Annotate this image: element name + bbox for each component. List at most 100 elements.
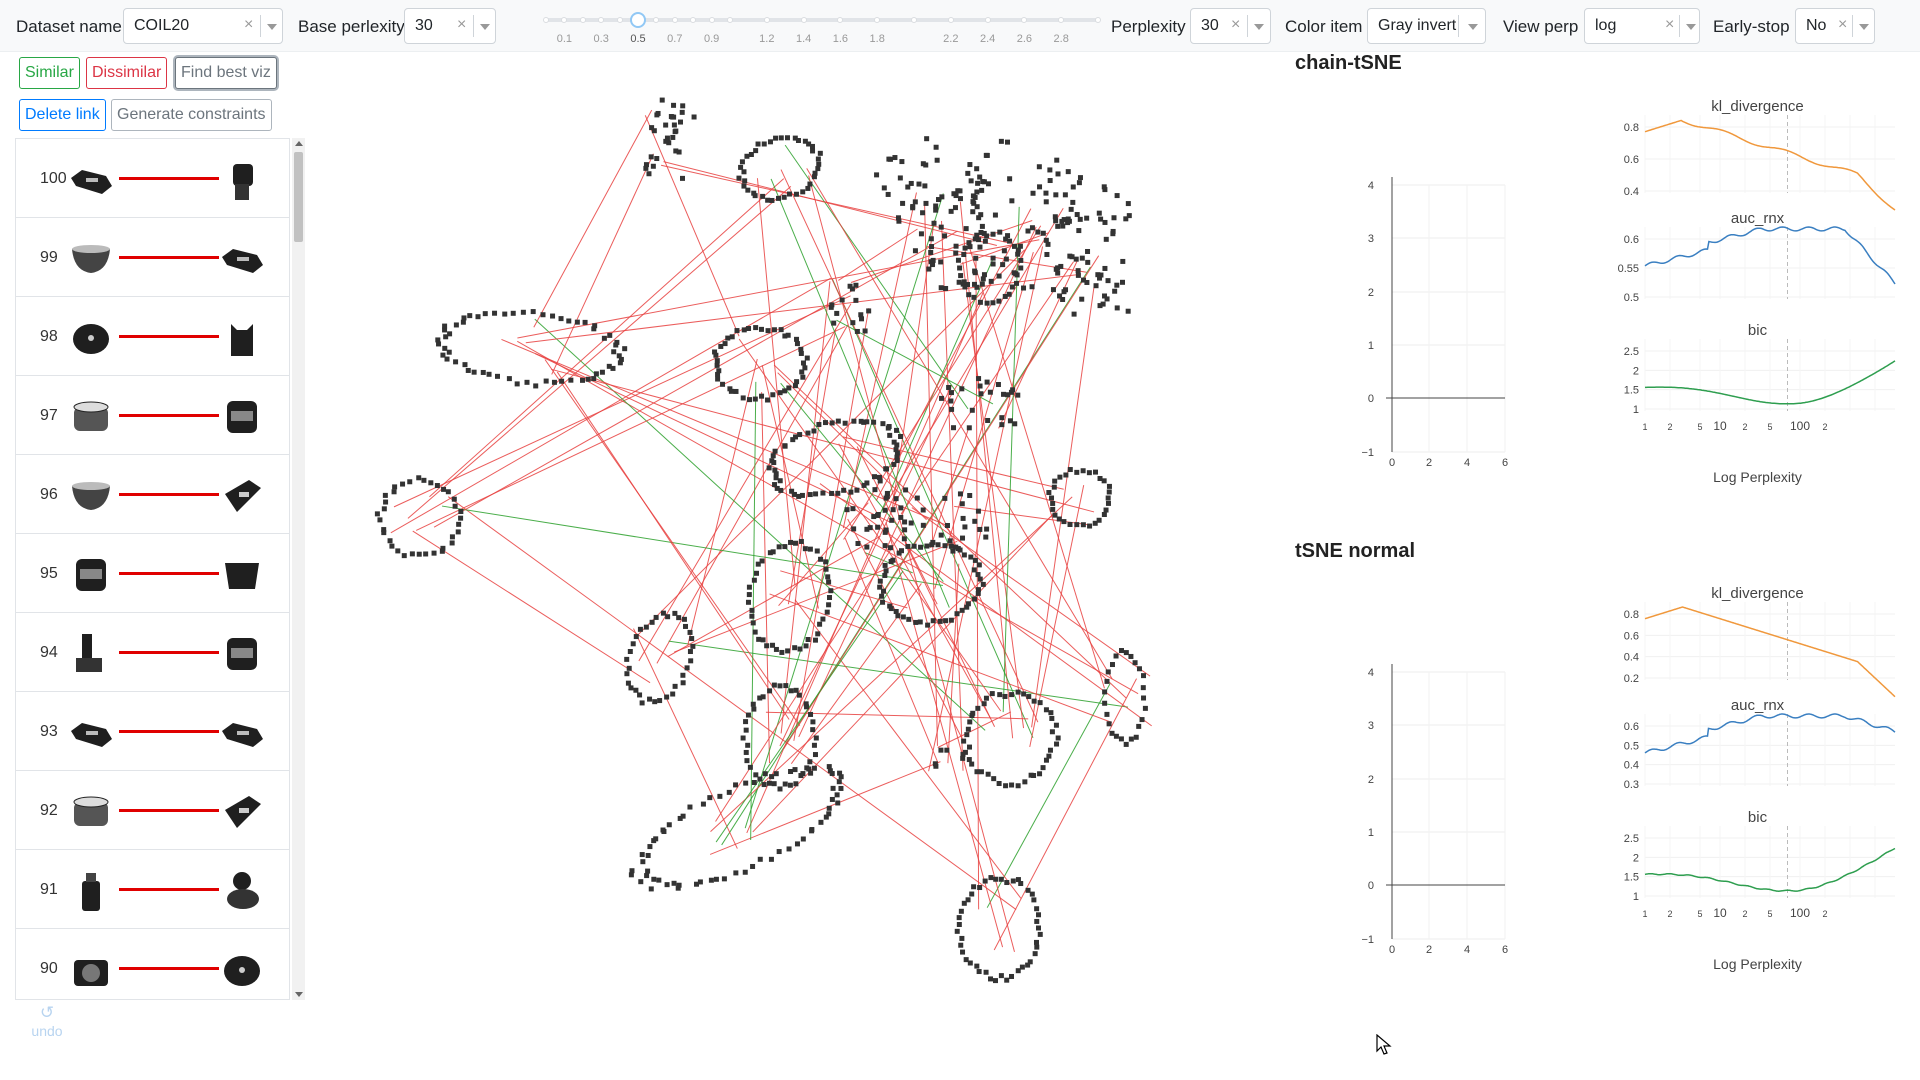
slider-tick[interactable]	[947, 17, 954, 23]
list-item[interactable]: 97	[16, 376, 289, 455]
dissimilar-link	[844, 537, 939, 764]
slider-mark-label[interactable]: 2.2	[943, 33, 959, 45]
embedding-point	[1034, 944, 1040, 950]
view-perp-select[interactable]: log ×	[1584, 8, 1700, 44]
slider-tick[interactable]	[984, 17, 991, 23]
embedding-point	[1009, 692, 1015, 698]
slider-tick[interactable]	[1021, 17, 1028, 23]
embedding-point	[629, 868, 635, 874]
embedding-point	[887, 603, 893, 609]
list-item[interactable]: 99	[16, 218, 289, 297]
perplexity-select[interactable]: 30 ×	[1190, 8, 1271, 44]
slider-mark-label[interactable]: 0.7	[667, 33, 683, 45]
slider-mark-label[interactable]: 0.1	[556, 33, 573, 45]
embedding-point	[911, 543, 917, 549]
slider-tick[interactable]	[911, 17, 917, 23]
slider-tick[interactable]	[708, 17, 715, 23]
embedding-point	[1031, 897, 1037, 903]
clear-icon[interactable]: ×	[457, 16, 467, 33]
list-item[interactable]: 92	[16, 771, 289, 850]
slider-tick[interactable]	[671, 17, 678, 23]
scroll-down-arrow-icon[interactable]	[295, 992, 303, 997]
list-item[interactable]: 91	[16, 850, 289, 929]
list-item[interactable]: 98	[16, 297, 289, 376]
embedding-point	[661, 829, 667, 835]
embedding-scatter-plot[interactable]	[340, 58, 1260, 1028]
chevron-down-icon[interactable]	[1686, 24, 1696, 30]
slider-mark-label[interactable]: 2.4	[979, 33, 996, 45]
clear-icon[interactable]: ×	[244, 16, 254, 33]
slider-mark-label[interactable]: 0.5	[630, 33, 646, 45]
chevron-down-icon[interactable]	[1859, 24, 1869, 30]
scrollbar-thumb[interactable]	[294, 152, 303, 242]
slider-tick[interactable]	[837, 17, 844, 23]
undo-button[interactable]: ↺ undo	[22, 1003, 72, 1039]
list-item[interactable]: 95	[16, 534, 289, 613]
slider-tick[interactable]	[1095, 17, 1101, 23]
embedding-point	[1040, 230, 1046, 236]
list-item[interactable]: 90	[16, 929, 289, 999]
slider-mark-label[interactable]: 1.2	[759, 33, 775, 45]
object-thumbnail-left	[68, 709, 114, 755]
early-stop-select[interactable]: No ×	[1795, 8, 1875, 44]
clear-icon[interactable]: ×	[1838, 16, 1848, 33]
base-perplexity-select[interactable]: 30 ×	[404, 8, 496, 44]
slider-mark-label[interactable]: 1.6	[832, 33, 849, 45]
slider-tick[interactable]	[561, 17, 568, 23]
slider-tick[interactable]	[874, 17, 881, 23]
slider-mark-label[interactable]: 2.6	[1016, 33, 1033, 45]
chevron-down-icon[interactable]	[1254, 24, 1264, 30]
list-item[interactable]: 93	[16, 692, 289, 771]
list-item[interactable]: 96	[16, 455, 289, 534]
slider-tick[interactable]	[763, 17, 770, 23]
slider-tick[interactable]	[579, 17, 586, 23]
embedding-point	[1036, 912, 1042, 918]
slider-rail[interactable]	[546, 18, 1098, 22]
similar-button[interactable]: Similar	[19, 57, 80, 89]
embedding-point	[910, 204, 916, 210]
find-best-viz-button[interactable]: Find best viz	[175, 57, 277, 89]
metric-tick: 0.5	[1624, 740, 1639, 752]
embedding-point	[1106, 483, 1112, 489]
clear-icon[interactable]: ×	[1665, 16, 1675, 33]
dissimilar-button[interactable]: Dissimilar	[86, 57, 168, 89]
embedding-point	[882, 543, 888, 549]
embedding-point	[902, 519, 908, 525]
chevron-down-icon[interactable]	[1468, 24, 1478, 30]
generate-constraints-button[interactable]: Generate constraints	[111, 99, 272, 131]
delete-link-button[interactable]: Delete link	[19, 99, 106, 131]
dissimilar-link-line	[119, 572, 219, 575]
embedding-point	[948, 208, 954, 214]
slider-tick[interactable]	[690, 17, 697, 23]
scroll-up-arrow-icon[interactable]	[295, 141, 303, 146]
slider-mark-label[interactable]: 2.8	[1053, 33, 1069, 45]
slider-tick[interactable]	[616, 17, 623, 23]
slider-tick[interactable]	[598, 17, 605, 23]
slider-tick[interactable]	[653, 17, 660, 23]
slider-tick[interactable]	[1058, 17, 1065, 23]
slider-mark-label[interactable]: 0.9	[703, 33, 720, 45]
slider-tick[interactable]	[800, 17, 807, 23]
link-list-scrollbar[interactable]	[292, 138, 305, 1000]
chevron-down-icon[interactable]	[480, 24, 490, 30]
embedding-point	[745, 742, 751, 748]
slider-mark-label[interactable]: 1.4	[795, 33, 812, 45]
dataset-select[interactable]: COIL20 ×	[123, 8, 283, 44]
clear-icon[interactable]: ×	[1231, 16, 1241, 33]
slider-handle[interactable]	[630, 12, 646, 28]
perplexity-ratio-slider[interactable]: 0.1 0.3 0.5 0.7 0.9 1.2 1.4 1.6 1.8 2.2 2.4 2.6 2.8	[543, 12, 1101, 48]
dissimilar-link	[663, 161, 998, 247]
embedding-point	[806, 141, 812, 147]
list-item[interactable]: 94	[16, 613, 289, 692]
embedding-point	[582, 319, 588, 325]
embedding-point	[930, 257, 936, 263]
slider-tick[interactable]	[727, 17, 733, 23]
chevron-down-icon[interactable]	[267, 24, 277, 30]
slider-mark-label[interactable]: 1.8	[869, 33, 885, 45]
list-item[interactable]: 100	[16, 139, 289, 218]
slider-mark-label[interactable]: 0.3	[593, 33, 609, 45]
color-item-select[interactable]: Gray invert	[1367, 8, 1486, 44]
slider-tick[interactable]	[543, 17, 549, 23]
dissimilar-link	[433, 230, 958, 528]
